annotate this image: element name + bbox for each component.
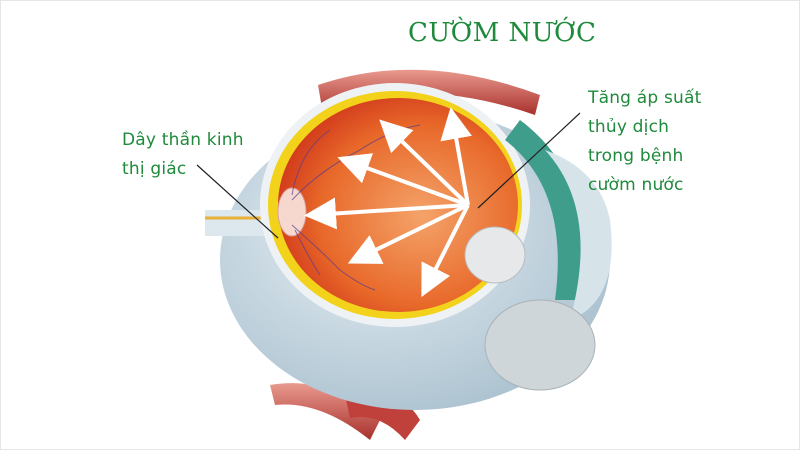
label-line: thị giác <box>122 159 187 179</box>
iris <box>505 120 584 300</box>
label-line: trong bệnh <box>588 146 684 166</box>
optic-disc <box>277 187 307 237</box>
label-line: Tăng áp suất <box>588 88 702 108</box>
leader-line-optic-nerve <box>196 164 279 239</box>
label-line: thủy dịch <box>588 117 670 137</box>
label-line: Dây thần kinh <box>122 130 244 150</box>
label-line: cườm nước <box>588 175 684 195</box>
diagram-title: CƯỜM NƯỚC <box>408 18 597 48</box>
leader-line-pressure <box>477 112 581 209</box>
lens <box>464 226 526 284</box>
eye-muscle-bottom <box>270 383 380 440</box>
pressure-label: Tăng áp suất thủy dịch trong bệnh cườm n… <box>588 84 702 200</box>
cornea <box>545 150 612 320</box>
optic-nerve-label: Dây thần kinh thị giác <box>122 126 244 184</box>
pressure-arrows <box>304 107 472 298</box>
